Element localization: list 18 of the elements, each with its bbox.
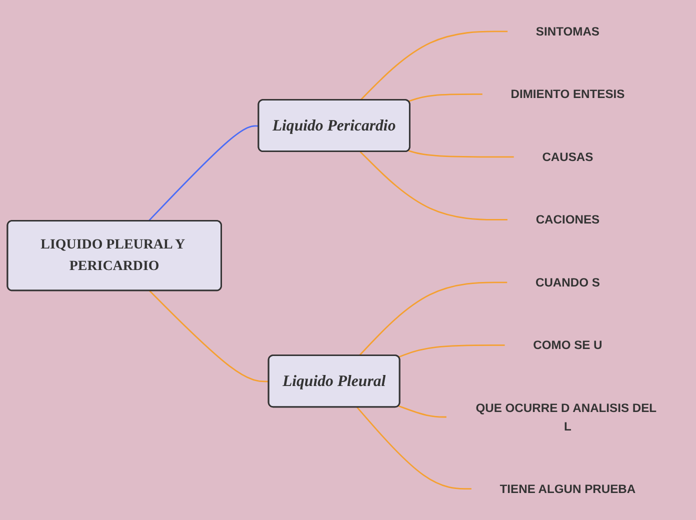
node-text: DIMIENTO ENTESIS (510, 86, 625, 101)
node-text: CUANDO S (535, 275, 600, 290)
node-text: CACIONES (536, 212, 600, 226)
connector (356, 406, 472, 490)
connector (149, 290, 269, 382)
connector (360, 151, 508, 220)
node-text: COMO SE U (533, 338, 602, 352)
connector (398, 344, 506, 358)
connector (398, 405, 447, 418)
connector (148, 125, 259, 222)
connector (408, 93, 483, 102)
node-text: CAUSAS (542, 150, 594, 164)
connector (408, 150, 514, 158)
connector (360, 30, 508, 101)
node-text: SINTOMAS (536, 24, 600, 38)
node-text: TIENE ALGUN PRUEBA (500, 481, 636, 496)
node-text: QUE OCURRE D ANALISIS DEL L (476, 400, 656, 433)
connector (358, 282, 508, 356)
